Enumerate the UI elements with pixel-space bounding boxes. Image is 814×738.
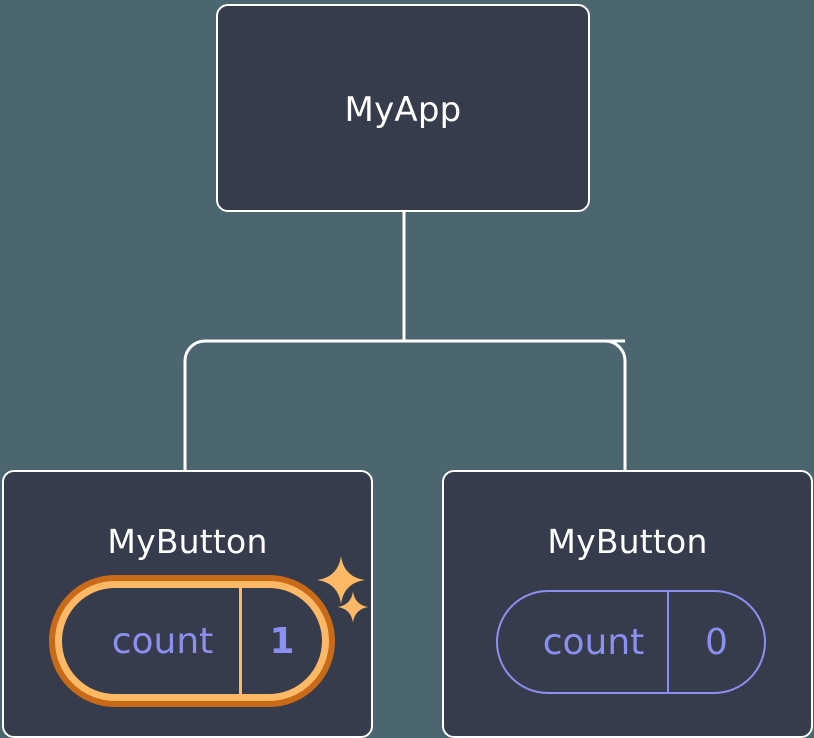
- node-mybutton-left[interactable]: MyButton count 1: [2, 470, 373, 738]
- node-mybutton-right[interactable]: MyButton count 0: [442, 470, 813, 738]
- state-pill-inner: count 1: [62, 588, 322, 694]
- node-mybutton-left-title: MyButton: [107, 522, 268, 561]
- state-pill-highlighted[interactable]: count 1: [49, 575, 335, 707]
- edge-bus-to-right-child: [604, 339, 627, 470]
- sparkle-small-icon: [337, 591, 369, 623]
- state-key-label: count: [62, 588, 242, 694]
- sparkle-large-icon: [317, 556, 365, 604]
- state-value-label: 1: [269, 620, 295, 662]
- state-value-label: 0: [705, 621, 728, 663]
- state-key-label: count: [498, 592, 669, 692]
- node-myapp[interactable]: MyApp: [216, 4, 590, 212]
- edge-bus-to-left-child: [183, 339, 625, 470]
- node-mybutton-right-title: MyButton: [547, 522, 708, 561]
- state-pill-plain[interactable]: count 0: [496, 590, 766, 694]
- node-myapp-title: MyApp: [344, 90, 462, 130]
